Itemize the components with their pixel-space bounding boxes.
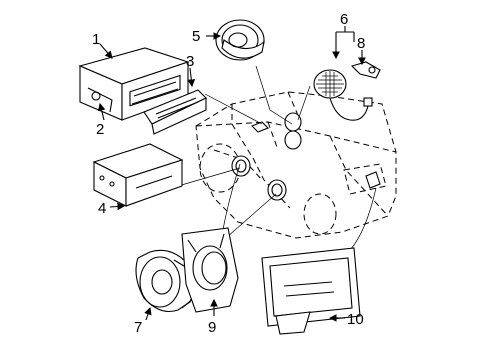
trim-bezel: [143, 89, 207, 135]
rear-speaker-assembly: [313, 61, 381, 121]
amplifier: [261, 247, 361, 335]
vehicle-speaker-locations: [231, 112, 381, 201]
callout-7: 7: [134, 319, 142, 336]
callout-1: 1: [92, 31, 100, 48]
leader-lines: [177, 65, 377, 253]
head-unit: [78, 47, 190, 121]
callout-6: 6: [340, 11, 348, 28]
callout-5: 5: [192, 28, 200, 45]
callout-2: 2: [96, 121, 104, 138]
callout-3: 3: [186, 53, 194, 70]
callout-8: 8: [357, 35, 365, 52]
callout-4: 4: [98, 200, 106, 217]
callout-leaders: [97, 26, 366, 322]
speaker-bracket: [181, 227, 239, 313]
tweeter-speaker: [215, 19, 265, 61]
cd-changer: [92, 143, 184, 207]
callout-10: 10: [347, 311, 364, 328]
callout-9: 9: [208, 319, 216, 336]
